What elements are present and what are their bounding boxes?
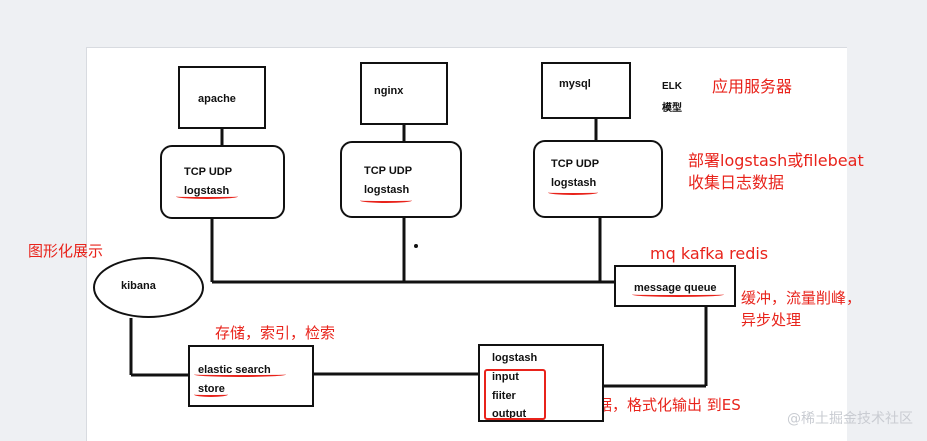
logstash-filter: fiiter bbox=[492, 390, 516, 402]
logstash-agent-apache: TCP UDP logstash bbox=[160, 145, 285, 219]
annotation-buffer-line1: 缓冲，流量削峰， bbox=[741, 289, 862, 307]
logstash-input: input bbox=[492, 371, 519, 383]
apache-label: apache bbox=[198, 93, 236, 105]
pipeline-highlight bbox=[484, 369, 546, 420]
annotation-app-servers: 应用服务器 bbox=[712, 77, 793, 96]
underline-agent-2 bbox=[360, 198, 412, 203]
message-queue-label: message queue bbox=[634, 282, 717, 294]
nginx-server-box: nginx bbox=[360, 62, 448, 125]
annotation-deploy-line2: 收集日志数据 bbox=[688, 173, 785, 192]
logstash-agent-mysql: TCP UDP logstash bbox=[533, 140, 663, 218]
annotation-deploy-line1: 部署logstash或filebeat bbox=[688, 151, 864, 170]
mysql-label: mysql bbox=[559, 78, 591, 90]
underline-agent-1 bbox=[176, 194, 238, 199]
underline-store bbox=[194, 392, 228, 397]
apache-server-box: apache bbox=[178, 66, 266, 129]
elk-label: ELK bbox=[662, 81, 682, 92]
annotation-buffer-line2: 异步处理 bbox=[741, 311, 802, 329]
agent-protocols: TCP UDP bbox=[364, 165, 413, 177]
watermark: @稀土掘金技术社区 bbox=[787, 411, 913, 427]
logstash-central-box: logstash input fiiter output bbox=[478, 344, 604, 422]
agent-name: logstash bbox=[551, 177, 597, 189]
agent-protocols: TCP UDP bbox=[184, 166, 233, 178]
logstash-agent-nginx: TCP UDP logstash bbox=[340, 141, 462, 218]
annotation-mq-options: mq kafka redis bbox=[650, 244, 769, 263]
logstash-output: output bbox=[492, 408, 527, 420]
annotation-visualize: 图形化展示 bbox=[28, 242, 104, 260]
agent-name: logstash bbox=[364, 184, 410, 196]
agent-protocols: TCP UDP bbox=[551, 158, 600, 170]
elk-model-label: 模型 bbox=[662, 103, 682, 114]
mysql-server-box: mysql bbox=[541, 62, 631, 119]
kibana-node: kibana bbox=[93, 257, 204, 318]
dot-marker-2 bbox=[414, 244, 418, 248]
underline-message-queue bbox=[632, 292, 724, 297]
underline-agent-3 bbox=[548, 190, 598, 195]
annotation-storage: 存储，索引，检索 bbox=[215, 324, 336, 342]
message-queue-box: message queue bbox=[614, 265, 736, 307]
kibana-label: kibana bbox=[121, 280, 156, 292]
nginx-label: nginx bbox=[374, 85, 404, 97]
underline-elastic-search bbox=[194, 372, 286, 377]
logstash-title: logstash bbox=[492, 352, 538, 364]
